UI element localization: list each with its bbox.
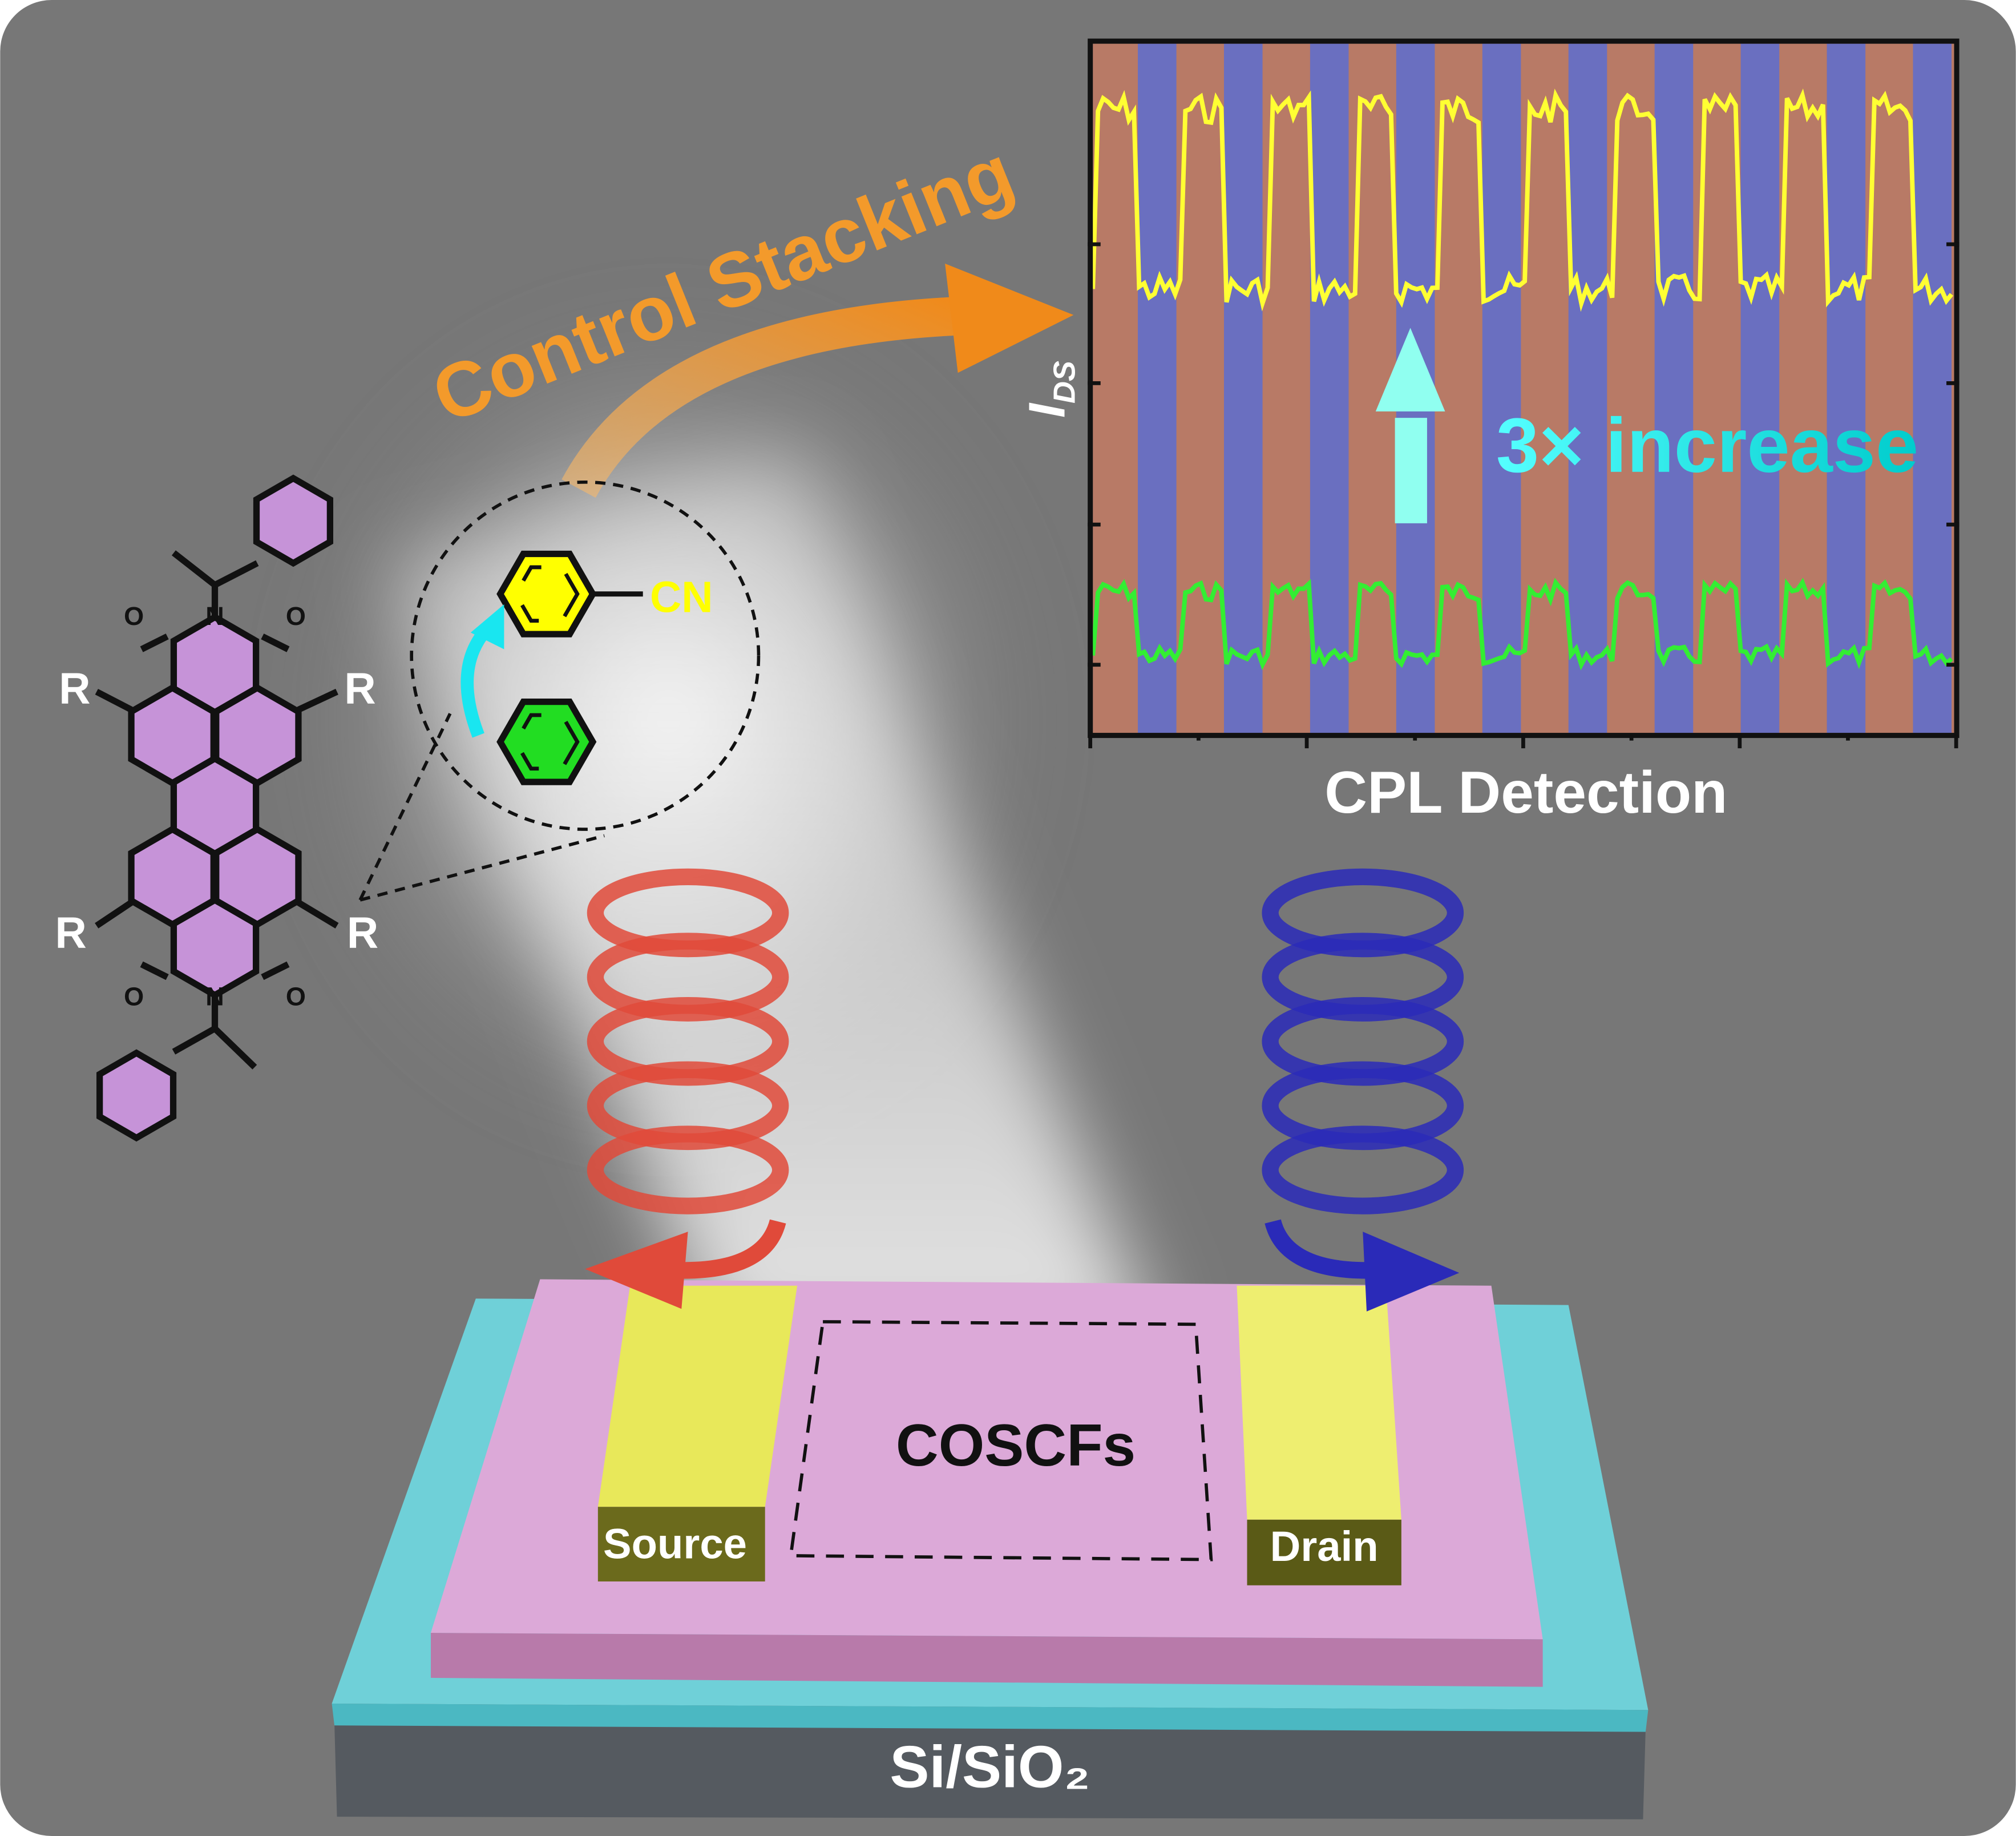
inset-zoom: CN <box>358 480 761 902</box>
r-label-bottom-left: R <box>55 909 87 957</box>
curved-arrow-shaft <box>561 296 991 498</box>
increase-annotation: 3× increase <box>1496 402 1918 489</box>
substrate-front <box>334 1722 1646 1819</box>
phenyl-ring <box>253 474 334 567</box>
atom-labels: O O O O N N <box>124 602 306 1011</box>
rcp-stripe <box>1740 43 1780 733</box>
film-front <box>430 1633 1543 1687</box>
source-electrode-front <box>597 1507 765 1581</box>
current-plot: 3× increase IDS CPL Detection <box>1019 38 1960 825</box>
rcp-stripe <box>1568 43 1607 733</box>
arrow-head-icon <box>1363 1232 1460 1312</box>
substitution-arrow-icon <box>460 626 491 738</box>
channel-label: COSCFs <box>896 1412 1136 1478</box>
increase-arrow-icon <box>1395 418 1427 523</box>
oxygen-label: O <box>124 602 144 631</box>
channel-region <box>789 1320 1213 1561</box>
y-axis-label-sub: DS <box>1048 361 1082 403</box>
source-electrode <box>597 1285 798 1507</box>
molecule-labels: R R R R <box>55 664 379 957</box>
control-stacking-arrow <box>561 263 1074 498</box>
enhanced-current-trace <box>1090 88 1954 312</box>
benzene-ring-icon <box>496 698 597 785</box>
arrow-head-icon <box>945 263 1074 373</box>
dielectric-front <box>332 1703 1649 1732</box>
rcp-stripe <box>1827 43 1866 733</box>
nitrogen-label: N <box>205 982 224 1011</box>
inset-circle <box>410 480 761 831</box>
rcp-stripe <box>1138 43 1177 733</box>
pristine-current-trace <box>1090 578 1953 671</box>
oxygen-label: O <box>286 602 306 631</box>
r-label-top-left: R <box>59 664 90 713</box>
substrate-label: Si/SiO₂ <box>890 1733 1090 1799</box>
r-label-top-right: R <box>344 664 375 713</box>
rcp-stripe <box>1654 43 1694 733</box>
right-circularly-polarized-light-helix <box>1262 868 1464 1312</box>
nitrogen-label: N <box>205 602 224 631</box>
r-label-bottom-right: R <box>347 909 378 957</box>
drain-electrode-front <box>1247 1519 1401 1585</box>
drain-electrode <box>1237 1285 1401 1520</box>
oxygen-label: O <box>124 982 144 1011</box>
source-label: Source <box>603 1520 747 1567</box>
benzonitrile-ring-icon <box>496 550 597 637</box>
rcp-stripe <box>1482 43 1521 733</box>
phenyl-ring <box>96 1049 177 1142</box>
aromatic-ring <box>170 896 260 999</box>
y-axis-label-main: I <box>1019 402 1076 418</box>
pdi-molecule <box>95 474 339 1142</box>
helix-turn <box>587 1125 789 1214</box>
cyano-label: CN <box>650 573 713 622</box>
rcp-stripe <box>1310 43 1349 733</box>
helix-turn <box>1262 1125 1464 1214</box>
rcp-stripe <box>1913 43 1952 733</box>
oxygen-label: O <box>286 982 306 1011</box>
x-axis-label: CPL Detection <box>1324 759 1727 825</box>
axis-ticks <box>1088 242 1960 749</box>
y-axis-label: IDS <box>1019 361 1082 418</box>
rcp-stripe <box>1223 43 1263 733</box>
left-circularly-polarized-light-helix <box>585 868 789 1309</box>
transistor-device: COSCFs Source Drain Si/SiO₂ <box>332 1279 1649 1819</box>
drain-label: Drain <box>1270 1523 1379 1570</box>
arrow-head-icon <box>585 1232 688 1309</box>
